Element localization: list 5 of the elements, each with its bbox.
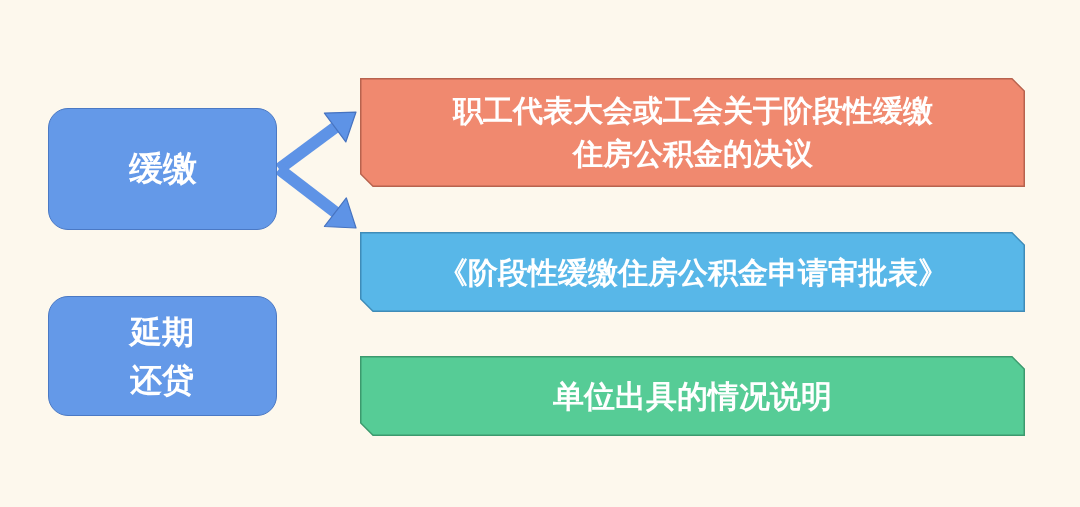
process-box: 单位出具的情况说明 — [360, 356, 1025, 436]
rounded-box: 延期还贷 — [48, 296, 277, 416]
process-box: 职工代表大会或工会关于阶段性缓缴住房公积金的决议 — [360, 78, 1025, 187]
rounded-box: 缓缴 — [48, 108, 277, 230]
process-box: 《阶段性缓缴住房公积金申请审批表》 — [360, 232, 1025, 312]
